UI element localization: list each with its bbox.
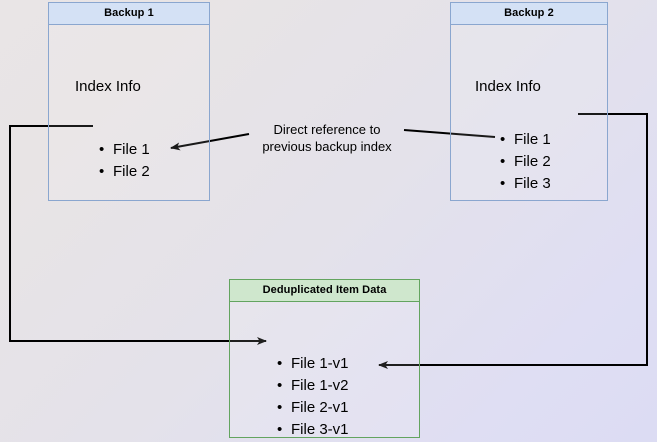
list-item: File 1 (99, 139, 150, 161)
backup-1-file-list: File 1 File 2 (99, 139, 150, 183)
list-item: File 1-v2 (277, 375, 349, 397)
backup-2-body: Index Info File 1 File 2 File 3 (451, 25, 607, 200)
backup-2-index-info-label: Index Info (475, 78, 541, 95)
backup-1-index-info-label: Index Info (75, 78, 141, 95)
deduplicated-item-data-body: File 1-v1 File 1-v2 File 2-v1 File 3-v1 (230, 302, 419, 441)
backup-1-header: Backup 1 (49, 3, 209, 25)
deduplicated-file-list: File 1-v1 File 1-v2 File 2-v1 File 3-v1 (277, 353, 349, 441)
backup-1-body: Index Info File 1 File 2 (49, 25, 209, 200)
backup-2-header: Backup 2 (451, 3, 607, 25)
list-item: File 2 (500, 151, 551, 173)
direct-reference-annotation: Direct reference to previous backup inde… (249, 121, 405, 155)
list-item: File 3 (500, 173, 551, 195)
list-item: File 3-v1 (277, 419, 349, 441)
list-item: File 2 (99, 161, 150, 183)
annotation-line-2: previous backup index (262, 139, 392, 154)
backup-2-file-list: File 1 File 2 File 3 (500, 129, 551, 195)
deduplicated-item-data-header: Deduplicated Item Data (230, 280, 419, 302)
deduplicated-item-data-box: Deduplicated Item Data File 1-v1 File 1-… (229, 279, 420, 441)
list-item: File 2-v1 (277, 397, 349, 419)
list-item: File 1-v1 (277, 353, 349, 375)
backup-1-box: Backup 1 Index Info File 1 File 2 (48, 2, 210, 201)
annotation-line-1: Direct reference to (273, 122, 381, 137)
backup-2-box: Backup 2 Index Info File 1 File 2 File 3 (450, 2, 608, 201)
list-item: File 1 (500, 129, 551, 151)
